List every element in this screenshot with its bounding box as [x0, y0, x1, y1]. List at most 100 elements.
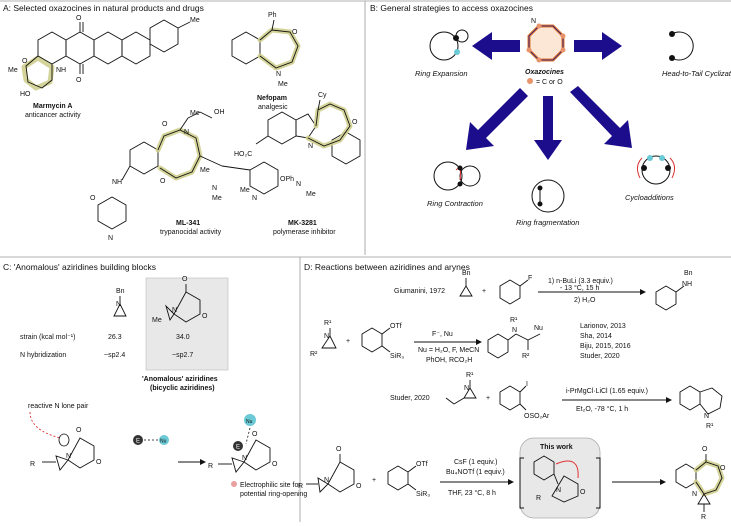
anomalous-title: 'Anomalous' aziridines: [142, 376, 218, 383]
rxn2-ref-2: Sha, 2014: [580, 333, 612, 340]
rxn1-author: Giumanini, 1972: [394, 288, 445, 295]
rxn3-author: Studer, 2020: [390, 395, 430, 402]
nefopam-me: Me: [278, 81, 288, 88]
nucleophile-nu: Nu: [160, 439, 167, 445]
rxn3-i: I: [526, 381, 528, 388]
ring-fragmentation-icon: [531, 179, 565, 213]
rxn4-n: N: [324, 477, 329, 484]
ml341-o-ring: O: [160, 178, 166, 185]
product-n-d: N: [692, 491, 697, 498]
mk3281-n2: N: [296, 181, 301, 188]
rxn4-plus: +: [372, 477, 376, 484]
product-e: E: [236, 445, 240, 451]
rxn2-arrowhead: [476, 339, 482, 345]
oxazocines-sub: = C or O: [536, 79, 563, 86]
nefopam-activity: analgesic: [258, 104, 288, 111]
rxn4-cond-1: CsF (1 equiv.): [454, 459, 497, 466]
bicyclic-n: N: [172, 307, 177, 314]
rxn2-r2: R²: [310, 351, 318, 358]
ml341-oh: OH: [214, 109, 225, 116]
anomalous-box: [145, 277, 229, 371]
rxn1-aziridine: Bn: [459, 270, 473, 297]
product-o: O: [272, 461, 278, 468]
nefopam-n: N: [276, 71, 281, 78]
rxn4-cond-3: THF, 23 °C, 8 h: [448, 489, 496, 497]
rxn1-cond-1: 1) n-BuLi (3.3 equiv.): [548, 278, 613, 285]
product-nu: Nu: [246, 419, 253, 425]
rxn3-r1: R¹: [466, 372, 474, 379]
arrow-down-left: [466, 88, 528, 150]
electrophile-e: E: [136, 439, 140, 445]
rxn1-arrowhead: [640, 289, 646, 295]
rxn2-aryne-precursor: OTf SiR₃: [361, 323, 404, 360]
rxn4-cond-2: Bu₄NOTf (1 equiv.): [446, 469, 505, 476]
bicyclic-product: Nu E R N O O: [208, 414, 278, 487]
rxn4-aryne-precursor: OTf SiR₃: [387, 461, 430, 498]
anomalous-subtitle: (bicyclic aziridines): [150, 385, 215, 392]
electrophile-dot: [133, 435, 143, 445]
marmycin-o-top: O: [76, 15, 82, 22]
mk3281-n: N: [308, 143, 313, 150]
marmycin-a-structure: O O Me Me NH HO O: [8, 15, 200, 98]
ml341-n: N: [184, 129, 189, 136]
mk3281-me: Me: [306, 191, 316, 198]
rxn3-plus: +: [486, 395, 490, 402]
rxn2-ref-4: Studer, 2020: [580, 353, 620, 360]
arrow-right: [574, 32, 622, 60]
rxn2-plus: +: [346, 338, 350, 345]
intermediate-n: N: [556, 487, 561, 494]
zwitterion-intermediate: N O R: [533, 455, 586, 503]
strategy-cycloadditions: Cycloadditions: [625, 193, 674, 202]
marmycin-a-activity: anticancer activity: [25, 112, 81, 119]
reactant-n: N: [66, 453, 71, 460]
product-o-top: O: [252, 431, 258, 438]
rxn4-product: O O N R: [675, 446, 726, 521]
rxn4-r: R: [298, 483, 303, 490]
row-strain-a: 26.3: [108, 334, 122, 341]
rxn2-cond-3: PhOH, RCO₂H: [426, 357, 472, 364]
aziridine-bn: Bn: [116, 288, 125, 295]
strategy-head-to-tail: Head-to-Tail Cyclizations: [662, 69, 731, 78]
strategy-ring-contraction: Ring Contraction: [427, 199, 483, 208]
rxn2-ref-3: Biju, 2015, 2016: [580, 343, 631, 350]
nefopam-name: Nefopam: [257, 95, 287, 102]
intermediate-o: O: [580, 489, 586, 496]
nefopam-ph: Ph: [268, 12, 277, 19]
product-r: R: [208, 463, 213, 470]
rxn2-product: N R¹ Nu R²: [487, 317, 543, 360]
marmycin-a-name: Marmycin A: [33, 103, 72, 110]
ml341-carbonyl-o: O: [90, 195, 96, 202]
mk3281-o: O: [352, 119, 358, 126]
rxn4-sir3: SiR₃: [416, 491, 430, 498]
rxn2-cond-1: F⁻, Nu: [432, 331, 453, 338]
rxn2-product-nu: Nu: [534, 325, 543, 332]
rxn4-bicyclic-aziridine: O O N R: [298, 446, 362, 493]
panel-d-title: D: Reactions between aziridines and aryn…: [304, 262, 470, 272]
rxn2-cond-2: Nu = H₂O, F, MeCN: [418, 347, 479, 354]
rxn1-product: NH Bn: [655, 270, 693, 311]
mk3281-n3: N: [252, 195, 257, 202]
ml341-me-mid: Me: [200, 167, 210, 174]
simple-aziridine: Bn N: [113, 288, 127, 317]
bicyclic-aziridine: O O N Me: [152, 276, 208, 324]
oxazocine-n: N: [531, 18, 536, 25]
rxn3-aryne-precursor: I OSO₂Ar: [499, 381, 550, 420]
reactant-o-top: O: [76, 427, 82, 434]
rxn1-plus: +: [482, 288, 486, 295]
ml-341-name: ML-341: [176, 220, 200, 227]
rxn3-arrowhead: [666, 397, 672, 403]
panel-b-title: B: General strategies to access oxazocin…: [370, 3, 533, 13]
reactant-o: O: [96, 459, 102, 466]
rxn4-o-top: O: [336, 446, 342, 453]
rxn3-n: N: [464, 385, 469, 392]
rxn3-cond-2: Et₂O, -78 °C, 1 h: [576, 405, 628, 413]
bicyclic-o: O: [202, 313, 208, 320]
ml341-nh: NH: [112, 179, 122, 186]
ml341-n2: N: [212, 185, 217, 192]
rxn1-cond-3: 2) H₂O: [574, 297, 596, 304]
ml341-o: O: [162, 121, 168, 128]
bicyclic-reactant: R N O O: [30, 427, 102, 471]
lone-pair-label: reactive N lone pair: [28, 403, 89, 410]
strategy-ring-expansion: Ring Expansion: [415, 69, 468, 78]
panel-c-arrowhead: [200, 459, 206, 465]
